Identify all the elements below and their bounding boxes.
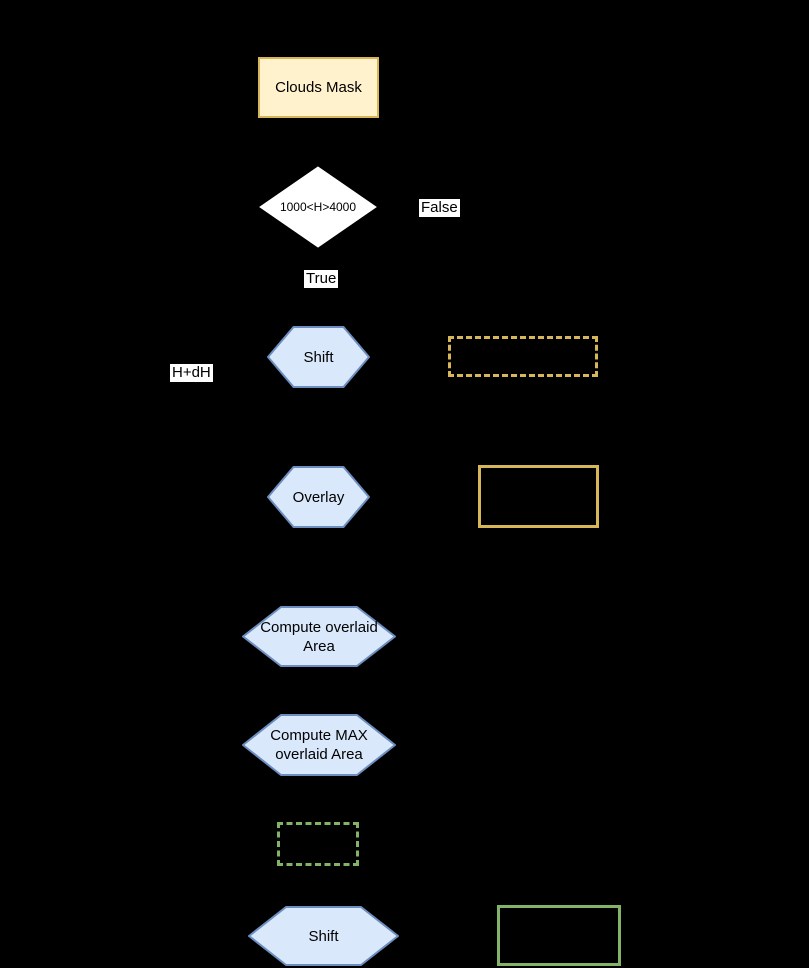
node-shift-1: Shift xyxy=(267,326,370,388)
box-dashed-green xyxy=(277,822,359,866)
hexagon-shape xyxy=(242,606,396,667)
box-solid-gold-label xyxy=(481,468,596,525)
node-overlay: Overlay xyxy=(267,466,370,528)
edge-label-h-plus-dh: H+dH xyxy=(170,364,213,382)
edge-label-true: True xyxy=(304,270,339,288)
node-decision-label: 1000<H>4000 xyxy=(279,199,357,214)
hexagon-shape xyxy=(267,466,370,528)
hexagon-shape xyxy=(267,326,370,388)
node-compute-overlaid-area-text: Compute overlaid Area xyxy=(260,618,378,655)
node-shift-2: Shift xyxy=(248,906,399,966)
hexagon-shape xyxy=(242,714,396,776)
box-dashed-gold-label xyxy=(451,339,595,374)
node-compute-max-overlaid-area: Compute MAX overlaid Area xyxy=(242,714,396,776)
node-shift-1-label: Shift xyxy=(303,348,334,366)
box-dashed-green-label xyxy=(280,825,356,863)
node-shift-2-label: Shift xyxy=(308,927,339,945)
node-clouds-mask-label: Clouds Mask xyxy=(275,79,362,96)
node-overlay-label: Overlay xyxy=(292,488,345,506)
box-solid-gold xyxy=(478,465,599,528)
diamond-shape xyxy=(259,166,377,248)
node-compute-overlaid-area-label: Compute overlaid Area xyxy=(242,606,396,667)
node-compute-max-overlaid-area-label: Compute MAX overlaid Area xyxy=(242,714,396,776)
box-solid-green-label xyxy=(500,908,618,963)
box-dashed-gold xyxy=(448,336,598,377)
hexagon-shape xyxy=(248,906,399,966)
node-compute-overlaid-area: Compute overlaid Area xyxy=(242,606,396,667)
edge-label-false: False xyxy=(419,199,460,217)
node-compute-max-overlaid-area-text: Compute MAX overlaid Area xyxy=(270,727,368,763)
box-solid-green xyxy=(497,905,621,966)
node-clouds-mask: Clouds Mask xyxy=(258,57,379,118)
node-decision-diamond: 1000<H>4000 xyxy=(259,166,377,248)
